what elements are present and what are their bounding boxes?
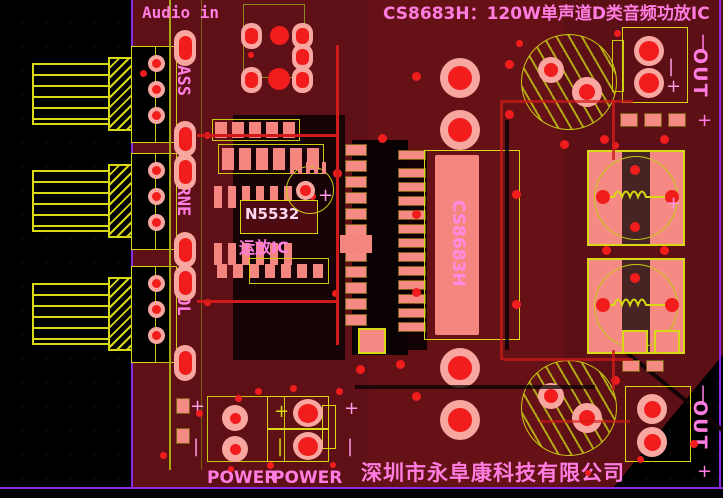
opamp-ref-label: N5532 bbox=[245, 205, 300, 223]
out-top-minus-silk: | bbox=[700, 32, 707, 53]
ic-thermal-pad bbox=[435, 155, 479, 335]
silk-guide-line-2 bbox=[201, 0, 202, 470]
coil-symbol-icon-2 bbox=[602, 298, 670, 308]
power-right-minus-silk: | bbox=[347, 436, 354, 457]
power-left-label: POWER bbox=[207, 468, 278, 488]
out-bottom-minus-silk: | bbox=[700, 383, 707, 404]
page-title: CS8683H：120W单声道D类音频功放IC bbox=[383, 4, 710, 24]
power-right-plus-silk: + bbox=[344, 398, 360, 419]
main-ic-label: CS8683H bbox=[448, 200, 468, 287]
power-left-minus: | bbox=[193, 436, 200, 457]
out-top-plus-silk: + bbox=[697, 110, 713, 131]
audio-in-label: Audio in bbox=[142, 3, 220, 22]
power-right-label: POWER bbox=[272, 468, 343, 488]
inductor-l1-plus: + bbox=[666, 193, 682, 214]
cap-polarity-plus: + bbox=[318, 185, 334, 206]
power-right-plus: + bbox=[274, 401, 290, 422]
coil-symbol-icon bbox=[602, 190, 670, 200]
opamp-desc-label: 运放IC bbox=[239, 238, 289, 257]
out-bottom-plus-silk: + bbox=[697, 461, 713, 482]
out-top-label: OUT bbox=[689, 48, 711, 99]
out-top-minus: | bbox=[668, 56, 675, 77]
silk-guide-line-left bbox=[169, 0, 171, 470]
board-outline-bottom bbox=[0, 487, 723, 489]
company-label: 深圳市永阜康科技有限公司 bbox=[361, 461, 625, 485]
power-right-minus: | bbox=[277, 436, 284, 457]
out-top-plus: + bbox=[666, 76, 682, 97]
board-outline-right bbox=[719, 0, 721, 489]
ground-plane-cut bbox=[233, 115, 345, 360]
